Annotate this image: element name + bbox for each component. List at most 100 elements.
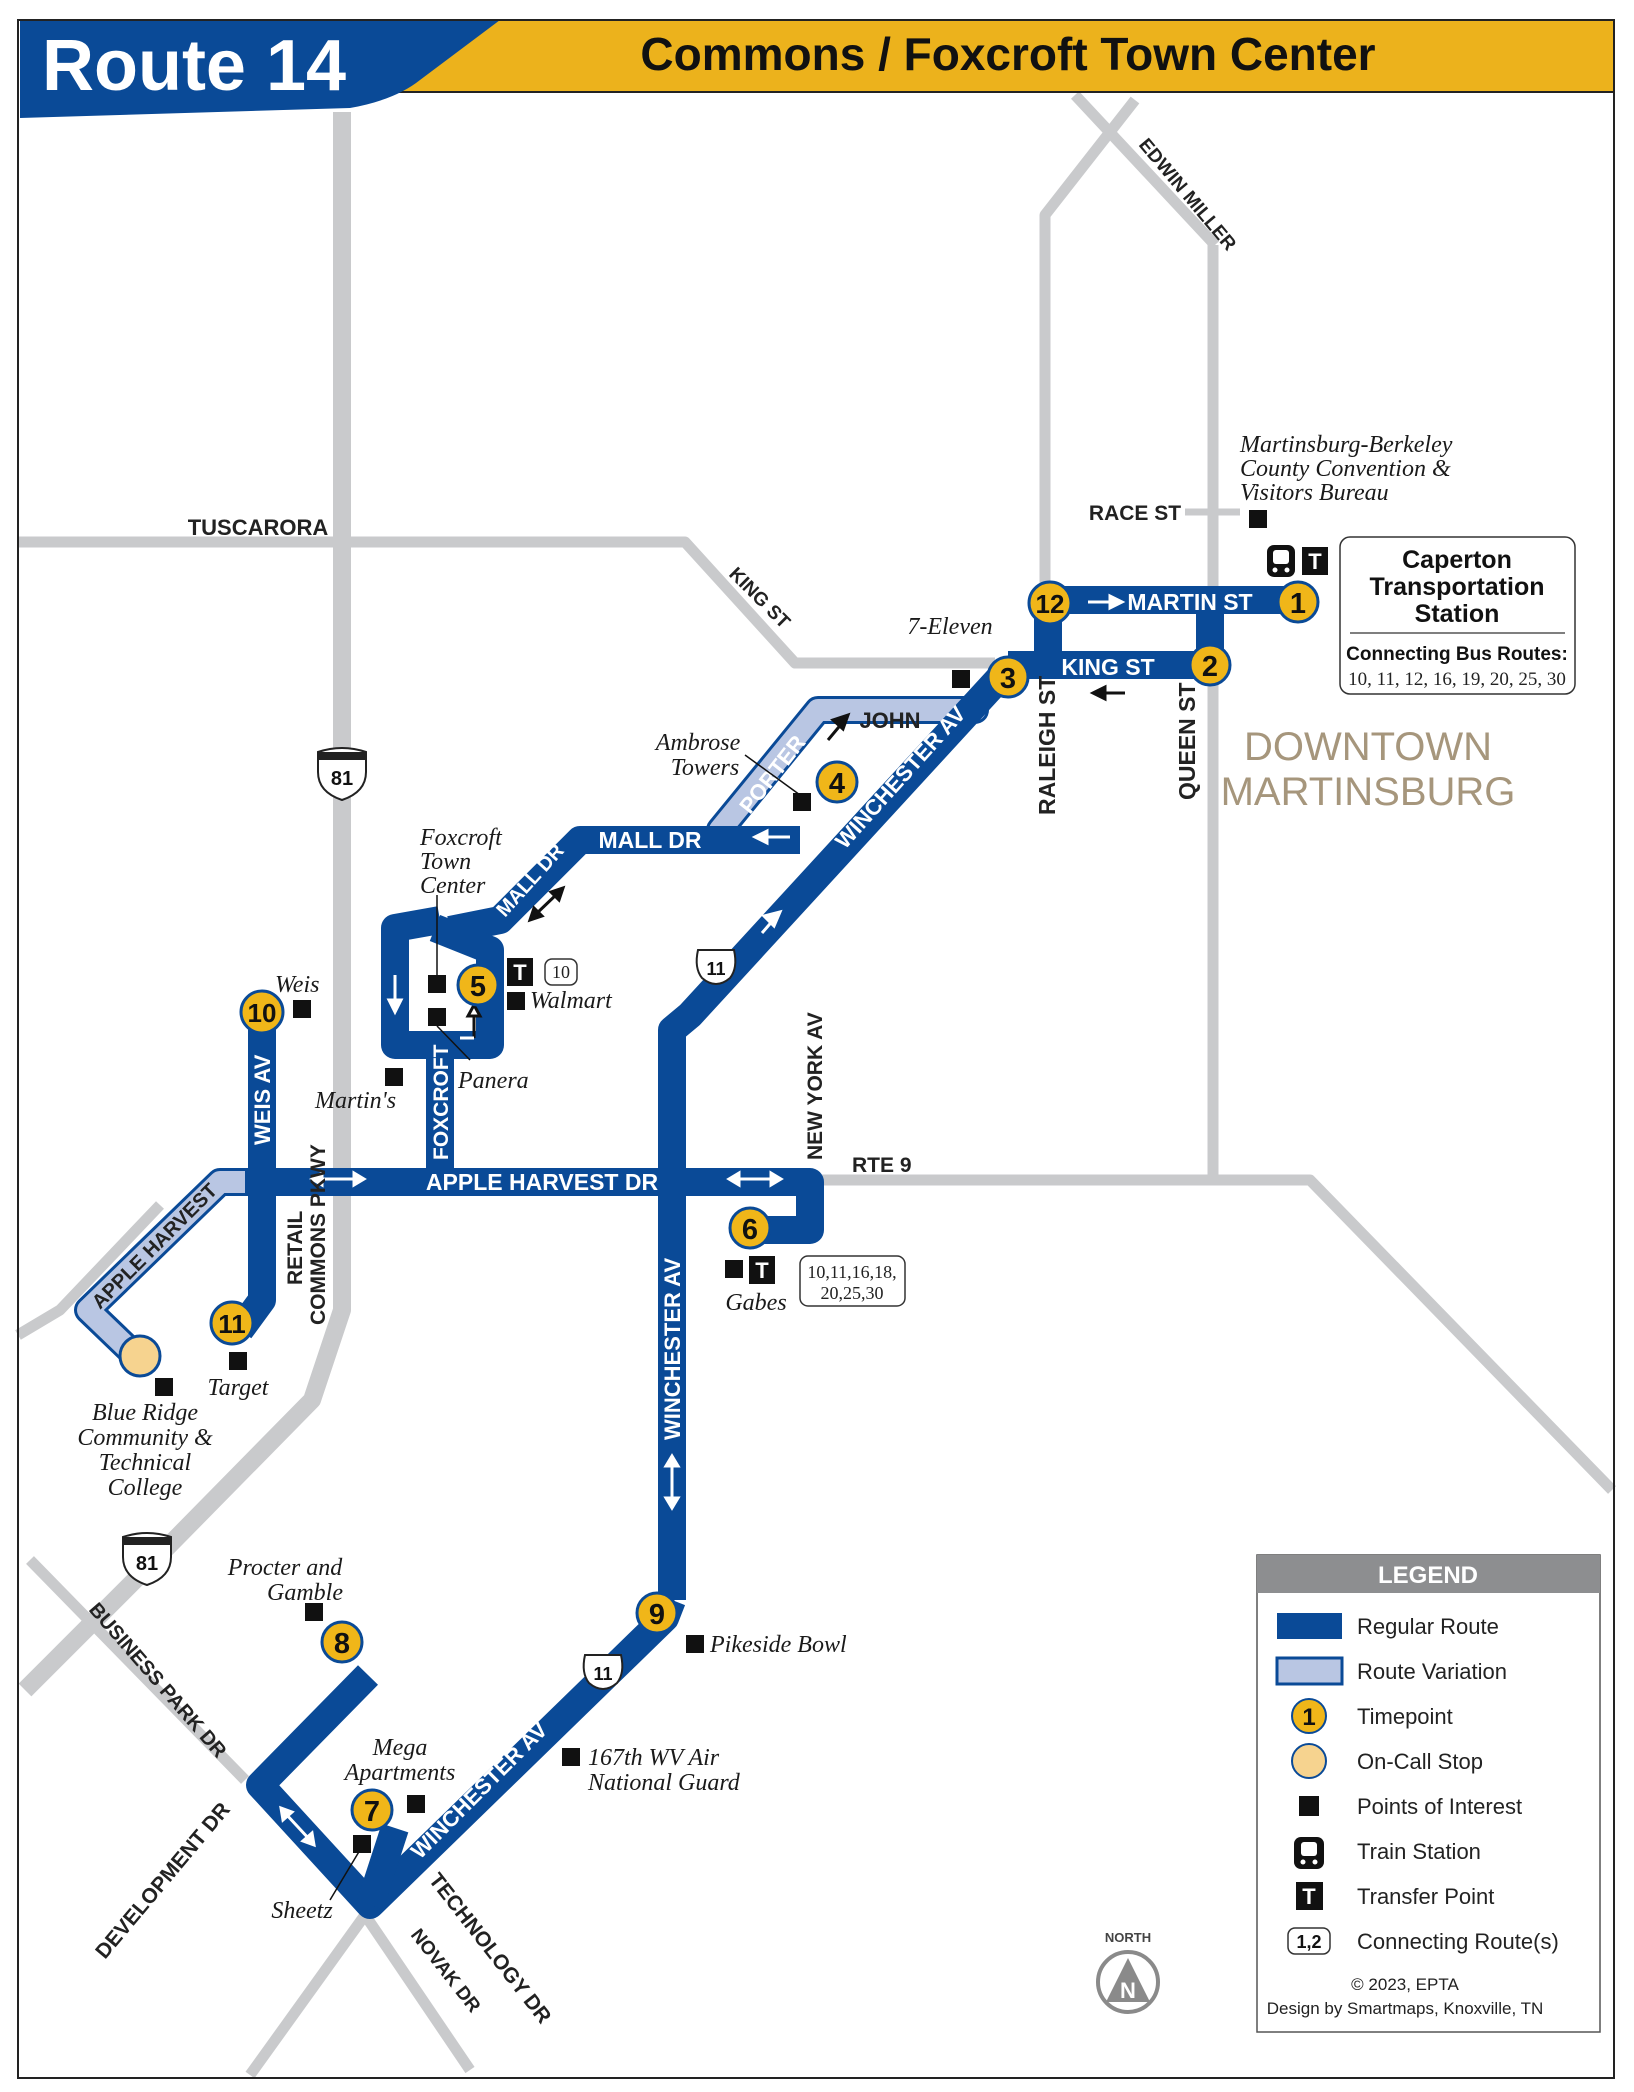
poi-brctc-4: College [108,1475,183,1501]
arrow-head-ah-w2 [352,1170,367,1188]
route-subtitle: Commons / Foxcroft Town Center [640,28,1375,80]
transfer-gabes: T 10,11,16,18, 20,25,30 [749,1255,906,1307]
arrow-head-ah-w1 [309,1170,324,1188]
road-edwin-miller-a [1070,91,1220,249]
legend-regular-swatch [1277,1613,1342,1639]
i81-shield-north-band [318,752,366,760]
timepoint-7: 7 [350,1788,394,1832]
us11-shield-north: 11 [695,949,737,985]
poi-marker-gabes [725,1260,743,1278]
train-station-icon-light-l [1272,567,1278,573]
arrow-head-winchester-ne [761,909,783,929]
header: Route 14 Commons / Foxcroft Town Center [20,19,1615,118]
poi-guard-2: National Guard [587,1770,741,1796]
label-john: JOHN [859,708,920,733]
legend-poi-icon [1299,1796,1319,1816]
us11-shield-south: 11 [582,1654,624,1690]
poi-foxcroft-1: Foxcroft [419,825,503,851]
poi-guard-1: 167th WV Air [588,1745,720,1771]
timepoint-12: 12 [1027,580,1073,626]
arrow-development [283,1811,312,1842]
label-tuscarora: TUSCARORA [188,515,329,540]
timepoint-3: 3 [986,655,1030,699]
transfer-icon-station [1302,547,1328,575]
legend-regular-label: Regular Route [1357,1614,1499,1639]
timepoint-8-circle [320,1620,364,1664]
route-technology [356,1823,409,1910]
arrow-head-dev-1 [279,1805,295,1823]
legend-oncall-icon [1291,1743,1327,1779]
legend-train-icon-light-r [1312,1859,1318,1865]
label-downtown: DOWNTOWN [1244,725,1492,769]
arrow-head-foxcroft [386,998,404,1016]
label-race-st: RACE ST [1089,502,1181,525]
arrow-head-dev-2 [300,1830,316,1848]
legend-title: LEGEND [1378,1562,1478,1589]
poi-ambrose-1: Ambrose [654,730,741,756]
station-connecting-routes: 10, 11, 12, 16, 19, 20, 25, 30 [1348,669,1566,690]
timepoint-12-label: 12 [1036,589,1065,619]
transfer-icon-station-glyph: T [1308,549,1322,574]
timepoints: 1 2 3 4 5 6 7 8 9 10 11 12 [209,580,1320,1832]
label-martin-st: MARTIN ST [1127,589,1252,615]
timepoint-6: 6 [728,1206,772,1250]
road-business-park [26,1556,249,1784]
timepoint-7-circle [350,1788,394,1832]
station-name-3: Station [1415,600,1500,628]
arrow-head-john [830,712,851,732]
poi-markers [155,510,1267,1853]
timepoint-1-label: 1 [1290,588,1306,620]
station-name-2: Transportation [1369,573,1544,601]
legend-header [1257,1555,1600,1593]
poi-marker-mega [407,1795,425,1813]
legend-variation-swatch [1275,1656,1344,1686]
poi-gabes: Gabes [725,1290,786,1316]
label-king-st: KING ST [1061,654,1154,680]
transfer-walmart-routes-box [544,958,578,986]
legend-train-icon-window [1301,1842,1317,1856]
variation-john-porter [709,699,986,841]
timepoint-1: 1 [1276,580,1320,624]
poi-marker-panera [428,1008,446,1026]
poi-leaders [329,754,801,1901]
highway-shields: 81 81 11 11 [122,747,737,1690]
legend-oncall-label: On-Call Stop [1357,1749,1483,1774]
poi-mega-1: Mega [372,1735,428,1761]
timepoint-5: 5 [456,963,500,1007]
transfer-icon-gabes-glyph: T [755,1258,769,1283]
north-label: NORTH [1105,1930,1151,1945]
label-weis-av: WEIS AV [250,1054,275,1145]
timepoint-10: 10 [239,989,285,1035]
poi-convention-3: Visitors Bureau [1240,480,1389,506]
timepoint-9-circle [635,1591,679,1635]
poi-marker-weis [293,1000,311,1018]
us11-shield-north-shape [695,949,737,985]
road-i81 [18,112,351,1697]
i81-shield-north-shape [317,747,367,802]
timepoint-5-label: 5 [470,971,486,1003]
legend-timepoint-icon-label: 1 [1302,1704,1315,1731]
i81-shield-south-shape [122,1532,172,1587]
route-apple-harvest [245,1168,824,1244]
arrow-head-ah-e2 [769,1170,784,1188]
timepoint-8: 8 [320,1620,364,1664]
legend-design-credit: Design by Smartmaps, Knoxville, TN [1267,1999,1544,2018]
timepoint-3-label: 3 [1000,663,1016,695]
i81-shield-south: 81 [122,1532,172,1587]
legend-poi-label: Points of Interest [1357,1794,1522,1819]
i81-shield-south-band [123,1537,171,1545]
timepoint-11-label: 11 [218,1309,246,1339]
legend-timepoint-label: Timepoint [1357,1704,1453,1729]
poi-ambrose-2: Towers [671,755,739,781]
arrow-head-md-2 [548,885,566,903]
timepoint-9-label: 9 [649,1599,665,1631]
on-call-stop-brctc [118,1334,162,1378]
poi-marker-guard [562,1748,580,1766]
legend-copyright: © 2023, EPTA [1351,1975,1459,1994]
poi-marker-foxcroft [428,975,446,993]
poi-marker-pikeside [686,1635,704,1653]
timepoint-1-circle [1276,580,1320,624]
route-variations [74,696,989,1374]
timepoint-4: 4 [815,760,859,804]
legend-transfer-icon [1296,1882,1323,1910]
